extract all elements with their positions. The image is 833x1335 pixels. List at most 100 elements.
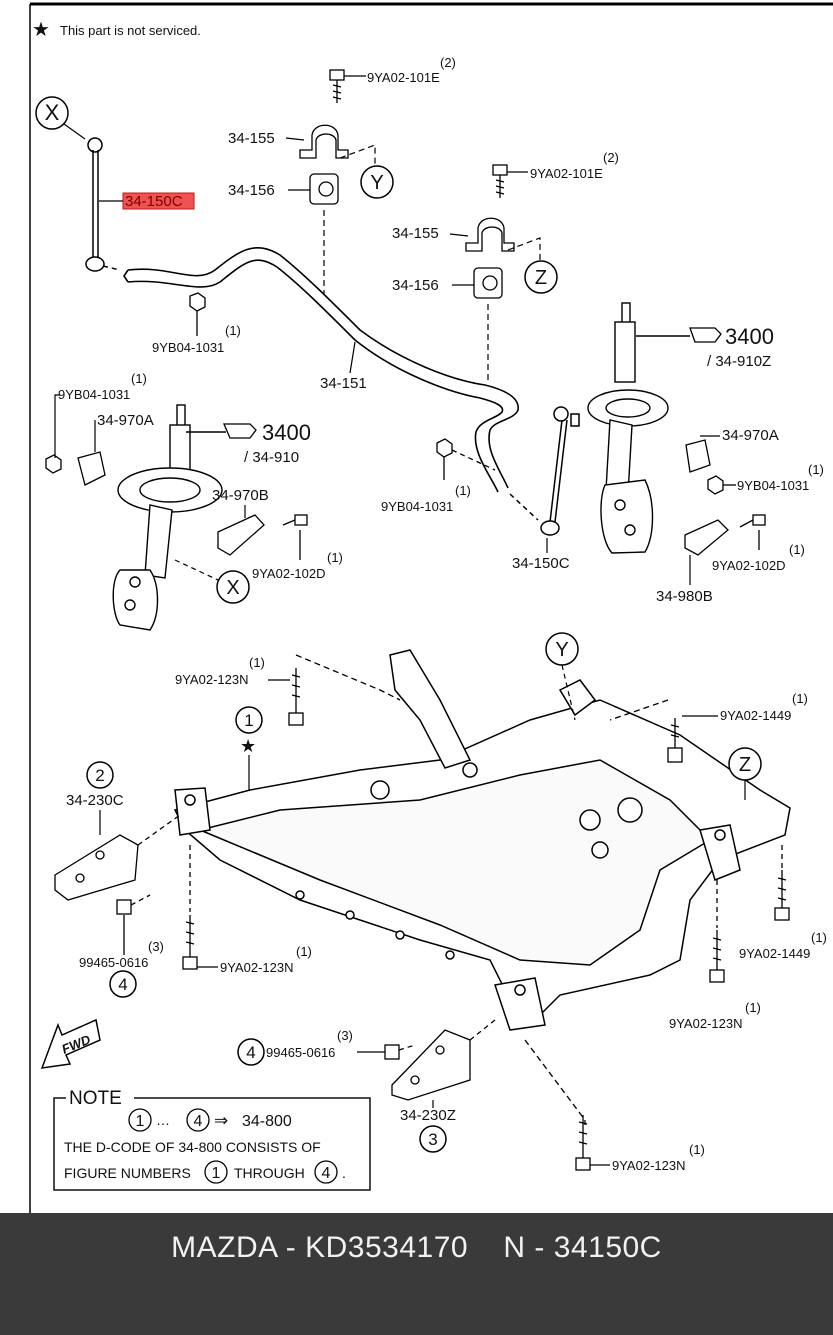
- fastener-9ya02-1449-b: 9YA02-1449: [739, 946, 810, 961]
- bolt-icon: [492, 164, 528, 198]
- bushing-icon: [309, 173, 339, 205]
- bracket-icon: [465, 217, 515, 252]
- strut-right: [587, 302, 669, 554]
- fastener-qty: (1): [455, 483, 471, 498]
- bushing-icon: [473, 267, 503, 299]
- fastener-9ya02-102d-b: 9YA02-102D: [712, 558, 785, 573]
- callout-4-left: 4: [109, 970, 137, 998]
- bumper-stopper-icon: [685, 439, 711, 473]
- callout-x-top: X: [35, 96, 86, 140]
- fastener-qty: (1): [327, 550, 343, 565]
- note-line-3-period: .: [342, 1165, 346, 1181]
- fastener-9ya02-101e-a: 9YA02-101E: [367, 70, 440, 85]
- note-range-end: 4: [194, 1113, 203, 1130]
- fastener-9yb04-1031-c: 9YB04-1031: [381, 499, 453, 514]
- part-label-34-910: / 34-910: [244, 449, 299, 466]
- bolt-icon: [739, 514, 766, 550]
- fastener-qty: (1): [131, 371, 147, 386]
- callout-y-top: Y: [360, 165, 394, 199]
- fwd-arrow-icon: FWD: [40, 1018, 101, 1069]
- callout-x-strut: X: [174, 559, 250, 604]
- stabilizer-bar: [123, 246, 519, 493]
- svg-text:Y: Y: [370, 172, 383, 194]
- strut-left: [112, 404, 223, 631]
- stabilizer-link-left: [85, 137, 121, 272]
- nut-icon: [45, 454, 62, 474]
- part-label-34-970b: 34-970B: [212, 487, 269, 504]
- leader-34-151: [349, 341, 356, 374]
- part-number-title: MAZDA - KD3534170 N - 34150C: [171, 1231, 662, 1264]
- svg-text:X: X: [226, 577, 239, 599]
- fastener-9ya02-101e-b: 9YA02-101E: [530, 166, 603, 181]
- svg-text:X: X: [45, 100, 60, 125]
- bolt-icon: [774, 845, 790, 921]
- svg-text:4: 4: [246, 1043, 255, 1062]
- svg-text:Z: Z: [535, 267, 547, 289]
- fastener-qty: (1): [789, 542, 805, 557]
- fastener-99465-0616-a: 99465-0616: [79, 955, 148, 970]
- fastener-9yb04-1031-a: 9YB04-1031: [152, 340, 224, 355]
- mount-bracket-left: [54, 814, 181, 901]
- fastener-qty: (1): [745, 1000, 761, 1015]
- note-line-3-mid: THROUGH: [234, 1165, 305, 1181]
- part-label-34-156-b: 34-156: [392, 277, 439, 294]
- svg-text:Y: Y: [555, 639, 568, 661]
- legend-text: This part is not serviced.: [60, 23, 201, 38]
- part-label-34-155-b: 34-155: [392, 225, 439, 242]
- callout-3: 3: [419, 1125, 447, 1153]
- nut-icon: [707, 475, 736, 495]
- fastener-99465-0616-b: 99465-0616: [266, 1045, 335, 1060]
- callout-z-top: Z: [524, 260, 558, 294]
- fastener-9ya02-123n-b: 9YA02-123N: [220, 960, 293, 975]
- fastener-qty: (3): [337, 1028, 353, 1043]
- svg-text:2: 2: [95, 766, 104, 785]
- fastener-qty: (2): [440, 55, 456, 70]
- svg-text:1: 1: [244, 711, 253, 730]
- bolt-icon: [182, 845, 218, 970]
- bolt-icon: [116, 894, 151, 955]
- fastener-qty: (1): [225, 323, 241, 338]
- note-arrow: ⇒: [214, 1111, 228, 1130]
- bracket-icon: [299, 124, 349, 159]
- note-line-3-start: 1: [212, 1165, 221, 1182]
- fastener-qty: (1): [811, 930, 827, 945]
- guide-line: [339, 144, 376, 165]
- fastener-9ya02-123n-a: 9YA02-123N: [175, 672, 248, 687]
- nut-icon: [189, 292, 206, 336]
- fastener-qty: (1): [792, 691, 808, 706]
- callout-4-right: 4: [237, 1038, 265, 1066]
- fastener-9ya02-123n-c: 9YA02-123N: [669, 1016, 742, 1031]
- bolt-icon: [609, 699, 718, 763]
- pointing-hand-icon: [223, 423, 257, 439]
- note-line-2: THE D-CODE OF 34-800 CONSISTS OF: [64, 1139, 321, 1155]
- leader: [449, 233, 469, 237]
- part-label-3400-left: 3400: [262, 420, 311, 445]
- mount-bracket-right: [391, 1019, 496, 1101]
- fastener-9ya02-123n-d: 9YA02-123N: [612, 1158, 685, 1173]
- callout-2: 2: [86, 761, 114, 789]
- svg-text:4: 4: [118, 975, 127, 994]
- part-label-34-230c: 34-230C: [66, 792, 124, 809]
- part-label-34-151: 34-151: [320, 375, 367, 392]
- part-label-34-970a-right: 34-970A: [722, 427, 779, 444]
- fastener-qty: (1): [808, 462, 824, 477]
- bumper-stopper-icon: [77, 451, 106, 486]
- bolt-icon: [524, 1039, 610, 1171]
- note-code: 34-800: [242, 1113, 292, 1130]
- bolt-icon: [288, 654, 401, 726]
- crossmember: [173, 649, 791, 1031]
- svg-text:Z: Z: [739, 754, 751, 776]
- callout-z-frame: Z: [728, 747, 762, 800]
- note-range-start: 1: [136, 1113, 145, 1130]
- note-line-3-end: 4: [322, 1165, 331, 1182]
- note-box: NOTE 1 … 4 ⇒ 34-800 THE D-CODE OF 34-800…: [53, 1088, 371, 1191]
- part-label-3400-right: 3400: [725, 324, 774, 349]
- pointing-hand-icon: [689, 327, 722, 343]
- note-line-3-pre: FIGURE NUMBERS: [64, 1165, 191, 1181]
- fastener-9ya02-1449-a: 9YA02-1449: [720, 708, 791, 723]
- stabilizer-link-right: [509, 406, 580, 536]
- part-label-34-150c: 34-150C: [512, 555, 570, 572]
- cover-icon: [684, 519, 729, 556]
- callout-1-frame: 1 ★: [235, 706, 263, 790]
- parts-diagram: ★ This part is not serviced. X 34-150C 3…: [29, 2, 833, 1213]
